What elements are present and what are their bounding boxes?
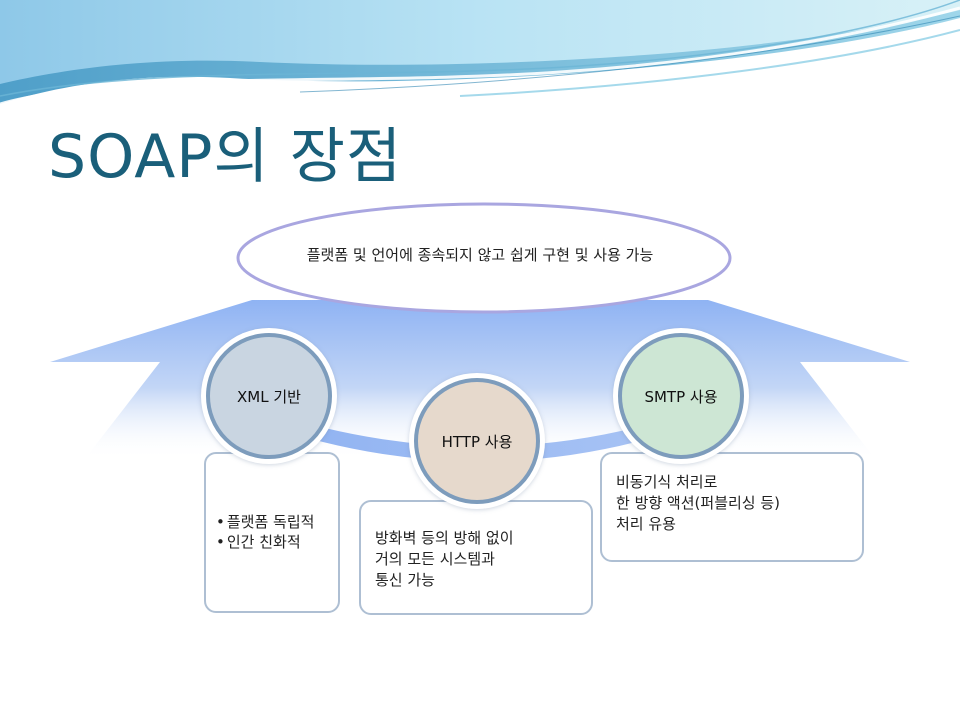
smtp-circle-label: SMTP 사용: [644, 387, 718, 406]
header-wave: [0, 0, 960, 106]
http-line: 방화벽 등의 방해 없이: [375, 529, 514, 547]
slide-title: SOAP의 장점: [48, 122, 403, 192]
xml-box: 플랫폼 독립적 인간 친화적: [204, 452, 340, 613]
smtp-circle: SMTP 사용: [618, 333, 744, 459]
list-item: 인간 친화적: [216, 532, 338, 552]
http-circle: HTTP 사용: [414, 378, 540, 504]
xml-circle: XML 기반: [206, 333, 332, 459]
http-box: 방화벽 등의 방해 없이 거의 모든 시스템과 통신 가능: [359, 500, 593, 615]
xml-circle-label: XML 기반: [237, 387, 301, 406]
smtp-line: 한 방향 액션(퍼블리싱 등): [616, 494, 781, 512]
summary-text: 플랫폼 및 언어에 종속되지 않고 쉽게 구현 및 사용 가능: [306, 246, 654, 264]
connector-band: [262, 410, 690, 462]
summary-ellipse: [236, 202, 732, 314]
smtp-line: 비동기식 처리로: [616, 473, 718, 491]
xml-bullet-list: 플랫폼 독립적 인간 친화적: [216, 512, 338, 552]
http-line: 거의 모든 시스템과: [375, 550, 495, 568]
list-item: 플랫폼 독립적: [216, 512, 338, 532]
http-circle-label: HTTP 사용: [441, 432, 513, 451]
http-line: 통신 가능: [375, 571, 435, 589]
smtp-line: 처리 유용: [616, 515, 676, 533]
smtp-box: 비동기식 처리로 한 방향 액션(퍼블리싱 등) 처리 유용: [600, 452, 864, 562]
